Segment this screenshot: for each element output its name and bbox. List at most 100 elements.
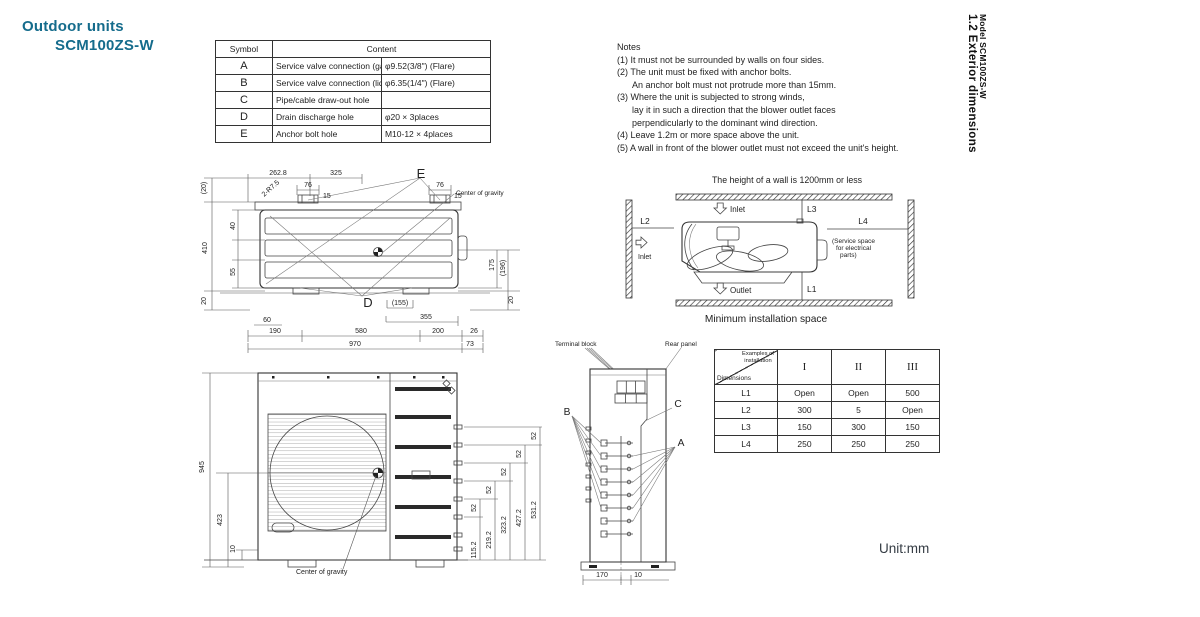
wall-height-note: The height of a wall is 1200mm or less [712,175,863,185]
page-model: SCM100ZS-W [55,37,154,54]
corner-bottom-label: Dimensions [717,375,751,382]
rear-panel-label: Rear panel [665,341,697,348]
dim-52: 52 [486,486,493,494]
value-cell: Open [777,384,832,402]
service-space-note: for electrical [836,245,872,252]
inlet-left-label: Inlet [638,254,651,261]
outlet-label: Outlet [730,286,752,295]
section-model: Model SCM100ZS-W [978,14,988,99]
dim-76-left: 76 [304,182,312,189]
down-arrow-icon [713,282,728,295]
notes-section: Notes (1) It must not be surrounded by w… [617,41,917,154]
installation-unit-outline [681,218,828,284]
page-title: Outdoor units [22,18,124,35]
dim-427-2: 427.2 [516,509,523,527]
corner-top-label: Examples of installation [742,351,774,364]
diagonal-header-cell: Examples of installation Dimensions [714,349,778,385]
dimension-lines [204,174,520,353]
dim-15-right: 15 [454,193,462,200]
table-row: B Service valve connection (liquid side)… [215,74,492,92]
dim-15-left: 15 [323,193,331,200]
content-cell: Drain discharge hole [271,108,382,126]
side-view-drawing: Terminal block Rear panel [555,341,697,585]
column-header: III [885,349,940,385]
dim-175: 175 [489,259,496,271]
top-view-drawing: 262.8 325 2-R7.5 76 15 E 76 15 Center of… [201,166,520,353]
value-cell: Open [831,384,886,402]
value-cell: 250 [885,435,940,453]
symbol-table-header-row: Symbol Content [215,40,492,58]
dim-580: 580 [355,328,367,335]
dim-52: 52 [501,468,508,476]
dim-76-right: 76 [436,182,444,189]
top-view-unit-body [254,194,468,295]
notes-title: Notes [617,42,641,52]
table-row: D Drain discharge hole φ20 × 3places [215,108,492,126]
unit-note: Unit:mm [879,541,930,556]
dim-325: 325 [330,170,342,177]
value-cell: 500 [885,384,940,402]
note-item: (5) A wall in front of the blower outlet… [617,142,899,153]
row-label: L1 [714,384,778,402]
center-of-gravity-marker [372,467,384,479]
column-header: II [831,349,886,385]
spec-cell: M10-12 × 4places [380,125,492,143]
symbol-cell: D [215,108,273,126]
installation-dimension-table: Examples of installation Dimensions I II… [714,349,940,453]
valve-stack [600,439,633,538]
table-row: C Pipe/cable draw-out hole [215,91,492,109]
clearance-lines [632,200,908,300]
center-of-gravity-label: Center of gravity [456,190,504,197]
center-of-gravity-label: Center of gravity [296,569,348,576]
front-view-unit-body [204,372,468,568]
table-row: L1 Open Open 500 [714,384,940,402]
dim-l4: L4 [858,216,868,226]
dim-10: 10 [230,545,237,553]
dim-355: 355 [420,314,432,321]
dim-200: 200 [432,328,444,335]
installation-title: Minimum installation space [705,314,828,325]
column-header: I [777,349,832,385]
installation-space-diagram: The height of a wall is 1200mm or less I… [625,175,915,325]
dim-55: 55 [230,268,237,276]
content-cell: Pipe/cable draw-out hole [271,91,382,109]
dim-170: 170 [596,572,608,579]
dim-40: 40 [230,222,237,230]
right-arrow-icon [635,236,648,249]
leader-lines [265,177,455,297]
value-cell: 150 [885,418,940,436]
table-row: E Anchor bolt hole M10-12 × 4places [215,125,492,143]
dim-20-top-left: (20) [201,182,208,194]
radius-label: 2-R7.5 [261,179,281,198]
dim-219-2: 219.2 [486,531,493,549]
dim-190: 190 [269,328,281,335]
symbol-table: Symbol Content A Service valve connectio… [215,40,492,143]
note-item: (4) Leave 1.2m or more space above the u… [617,130,800,141]
label-b: B [564,407,571,418]
dim-l1: L1 [807,284,817,294]
dim-970: 970 [349,341,361,348]
symbol-cell: A [215,57,273,75]
dim-52: 52 [516,450,523,458]
dim-945: 945 [199,461,206,473]
down-arrow-icon [713,202,728,215]
value-cell: 150 [777,418,832,436]
symbol-cell: B [215,74,273,92]
dim-60: 60 [263,317,271,324]
table-row: L2 300 5 Open [714,401,940,419]
content-cell: Anchor bolt hole [271,125,382,143]
note-item: (3) Where the unit is subjected to stron… [617,92,836,128]
section-tab: 1.2 Exterior dimensions Model SCM100ZS-W [966,14,988,214]
inlet-top-label: Inlet [730,205,746,214]
service-space-note: parts) [840,252,857,259]
dim-73: 73 [466,341,474,348]
content-header-cell: Content [271,40,492,58]
value-cell: 250 [777,435,832,453]
dim-20-right: 20 [508,296,515,304]
note-item: (2) The unit must be fixed with anchor b… [617,67,837,90]
dim-20-bottom-left: 20 [201,297,208,305]
table-row: L3 150 300 150 [714,418,940,436]
callout-lines [571,407,676,522]
spec-cell: φ6.35(1/4") (Flare) [380,74,492,92]
